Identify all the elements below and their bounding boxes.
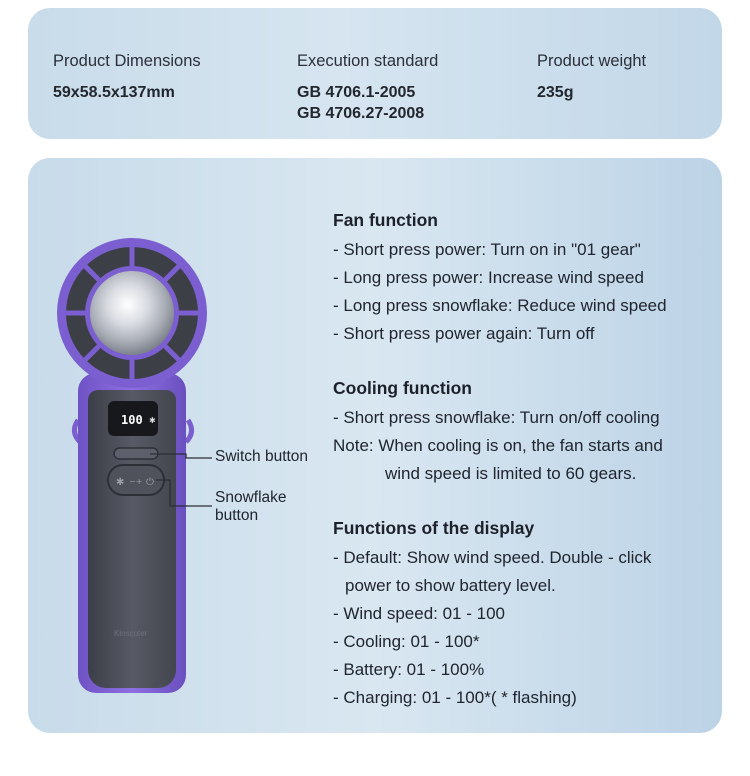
spec-value: 235g (537, 84, 574, 101)
power-icon: ⏻ (146, 477, 154, 488)
list-item: - Long press power: Increase wind speed (333, 268, 644, 287)
lanyard-loop-right (184, 418, 194, 444)
list-item: - Short press power again: Turn off (333, 324, 595, 343)
spec-label: Product weight (537, 52, 647, 70)
list-item: Note: When cooling is on, the fan starts… (333, 436, 663, 455)
spec-label: Product Dimensions (53, 52, 201, 70)
section-title: Fan function (333, 210, 438, 230)
switch-callout-line (150, 453, 212, 459)
cooling-function-section: Cooling function - Short press snowflake… (333, 378, 663, 488)
handheld-fan-illustration: 100 ✱ ✱ −+ ⏻ Kinscoter (57, 238, 212, 693)
section-title: Functions of the display (333, 518, 535, 538)
spec-value: GB 4706.27-2008 (297, 105, 425, 122)
snowflake-button-icon: ✱ (116, 477, 124, 488)
display-readout: 100 (121, 413, 143, 427)
spec-label: Execution standard (297, 52, 439, 70)
list-item: - Charging: 01 - 100*( * flashing) (333, 688, 577, 707)
list-item: - Long press snowflake: Reduce wind spee… (333, 296, 667, 315)
spec-value: 59x58.5x137mm (53, 84, 175, 101)
switch-button-callout: Switch button (215, 448, 309, 465)
spec-panel: Product Dimensions 59x58.5x137mm Executi… (28, 8, 722, 139)
snowflake-button-callout: Snowflake button (215, 489, 287, 525)
callout-line: button (215, 507, 259, 524)
feature-panel: 100 ✱ ✱ −+ ⏻ Kinscoter Switch button Sno… (28, 158, 722, 733)
list-item: - Wind speed: 01 - 100 (333, 604, 505, 623)
spec-weight: Product weight 235g (537, 52, 646, 103)
list-item: - Cooling: 01 - 100* (333, 632, 480, 651)
plus-minus-icon: −+ (129, 477, 142, 486)
list-item: - Default: Show wind speed. Double - cli… (333, 548, 652, 567)
section-title: Cooling function (333, 378, 472, 398)
list-item: power to show battery level. (345, 576, 556, 595)
display-function-section: Functions of the display - Default: Show… (333, 518, 651, 712)
list-item: - Short press snowflake: Turn on/off coo… (333, 408, 660, 427)
snowflake-callout-line (156, 479, 212, 507)
fan-metal-cap (90, 271, 174, 355)
spec-dimensions: Product Dimensions 59x58.5x137mm (53, 52, 201, 103)
brand-logo: Kinscoter (114, 629, 148, 638)
snowflake-icon: ✱ (149, 416, 156, 425)
list-item: - Short press power: Turn on in "01 gear… (333, 240, 641, 259)
spec-standard: Execution standard GB 4706.1-2005 GB 470… (297, 52, 438, 124)
list-item: wind speed is limited to 60 gears. (385, 464, 637, 483)
list-item: - Battery: 01 - 100% (333, 660, 485, 679)
fan-body (88, 390, 176, 688)
callout-line: Snowflake (215, 489, 287, 506)
spec-value: GB 4706.1-2005 (297, 84, 416, 101)
led-display (108, 401, 158, 436)
fan-function-section: Fan function - Short press power: Turn o… (333, 210, 667, 348)
